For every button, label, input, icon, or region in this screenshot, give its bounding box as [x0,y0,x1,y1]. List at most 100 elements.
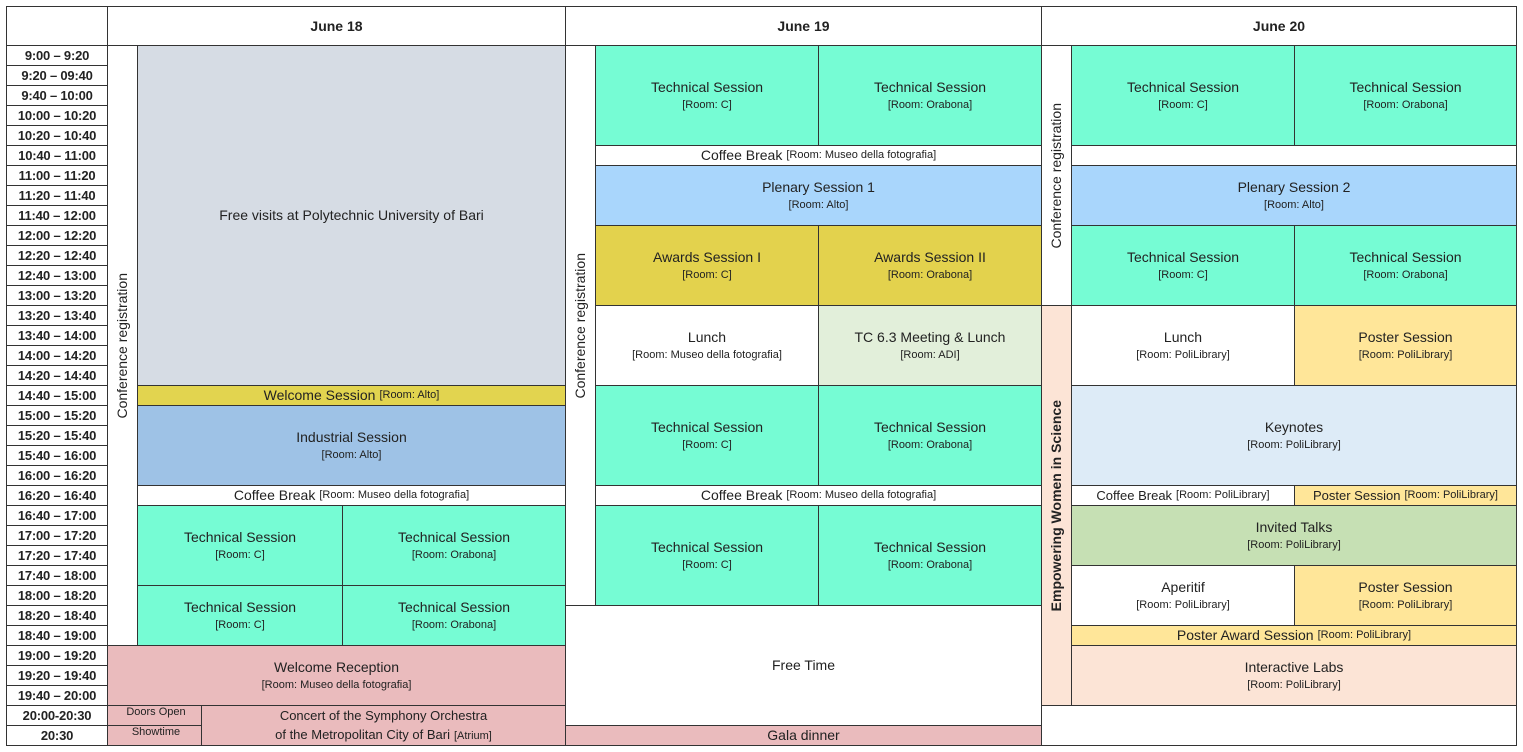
coffee-break: Coffee Break[Room: Museo della fotografi… [595,485,1042,506]
room-label: [Room: PoliLibrary] [1247,678,1341,691]
poster-award-session: Poster Award Session[Room: PoliLibrary] [1071,625,1517,646]
time-slot: 10:00 – 10:20 [6,105,108,126]
session-title: Technical Session [1126,249,1240,265]
session-title: TC 6.3 Meeting & Lunch [854,329,1006,345]
room-label: [Room: PoliLibrary] [1247,538,1341,551]
session-title: Technical Session [650,419,764,435]
time-slot: 19:00 – 19:20 [6,645,108,666]
room-label: [Room: C] [682,438,732,451]
time-slot: 18:00 – 18:20 [6,585,108,606]
room-label: [Room: Alto] [1264,198,1324,211]
time-label: 11:20 – 11:40 [18,187,96,203]
session-title: Awards Session I [653,249,761,265]
empty-slot [1071,145,1517,166]
room-label: [Room: C] [1158,98,1208,111]
time-slot: 17:20 – 17:40 [6,545,108,566]
session-title: Technical Session [1349,249,1462,265]
time-label: 13:00 – 13:20 [17,287,97,303]
session-title: Poster Session [1358,579,1453,595]
time-label: 11:40 – 12:00 [18,207,96,223]
time-label: 18:40 – 19:00 [17,627,97,643]
registration-bar-june-18: Conference registration [107,45,138,646]
time-label: 17:20 – 17:40 [17,547,97,563]
session-title: Technical Session [650,539,764,555]
interactive-labs: Interactive Labs [Room: PoliLibrary] [1071,645,1517,706]
welcome-session: Welcome Session[Room: Alto] [137,385,566,406]
room-label: [Room: Orabona] [887,98,973,111]
time-label: 15:00 – 15:20 [17,407,97,423]
invited-talks: Invited Talks[Room: PoliLibrary] [1071,505,1517,566]
time-slot: 11:40 – 12:00 [6,205,108,226]
poster-session: Poster Session[Room: PoliLibrary] [1294,305,1517,386]
technical-session: Technical Session[Room: C] [595,45,819,146]
welcome-reception: Welcome Reception[Room: Museo della foto… [107,645,566,706]
time-slot: 9:20 – 09:40 [6,65,108,86]
keynotes-session: Keynotes [Room: PoliLibrary] [1071,385,1517,486]
session-title: Coffee Break [1096,487,1173,503]
room-label: [Room: Orabona] [887,438,973,451]
session-title: Welcome Reception [273,659,400,675]
session-title: Keynotes [1264,419,1324,435]
time-slot: 17:00 – 17:20 [6,525,108,546]
time-label: 19:40 – 20:00 [17,687,97,703]
time-slot: 12:20 – 12:40 [6,245,108,266]
session-title: Concert of the Symphony Orchestra [279,707,488,723]
gala-dinner: Gala dinner [565,725,1042,746]
room-label: [Room: C] [682,98,732,111]
room-label: [Room: Alto] [379,388,440,401]
room-label: [Room: C] [1158,268,1208,281]
room-label: [Room: Orabona] [1363,98,1448,111]
time-label: 16:20 – 16:40 [17,487,97,503]
session-title: Coffee Break [700,147,783,164]
session-title: Technical Session [1349,79,1462,95]
time-label: 13:40 – 14:00 [17,327,97,343]
session-title: Technical Session [873,539,987,555]
showtime-label: Showtime [107,725,202,746]
time-label: 20:30 [40,727,74,743]
header-day-june-18: June 18 [107,6,566,46]
women-in-science-bar: Empowering Women in Science [1041,305,1072,706]
technical-session: Technical Session [Room: C] [595,505,819,606]
time-label: 13:20 – 13:40 [17,307,97,323]
room-label: [Room: Alto] [788,198,849,211]
session-title: Technical Session [397,599,511,615]
concert-line-2: of the Metropolitan City of Bari[Atrium] [275,727,492,743]
time-slot: 13:40 – 14:00 [6,325,108,346]
awards-session-2: Awards Session II[Room: Orabona] [818,225,1042,306]
time-label: 18:20 – 18:40 [17,607,97,623]
room-label: [Room: Museo della fotografia] [632,348,782,361]
awards-session-1: Awards Session I[Room: C] [595,225,819,306]
time-label: 18:00 – 18:20 [17,587,97,603]
header-day-june-20: June 20 [1041,6,1517,46]
lunch-session: Lunch[Room: Museo della fotografia] [595,305,819,386]
room-label: [Room: PoliLibrary] [1247,438,1341,451]
time-slot: 20:00-20:30 [6,705,108,726]
header-corner [6,6,108,46]
time-label: 9:40 – 10:00 [21,87,93,103]
room-label: [Room: Orabona] [411,618,497,631]
time-label: 16:40 – 17:00 [17,507,97,523]
time-label: 15:40 – 16:00 [17,447,97,463]
time-label: 12:40 – 13:00 [17,267,97,283]
room-label: [Room: Orabona] [887,558,973,571]
session-title: Technical Session [397,529,511,545]
time-slot: 19:40 – 20:00 [6,685,108,706]
time-slot: 16:40 – 17:00 [6,505,108,526]
session-title: Awards Session II [874,249,986,265]
session-title: Aperitif [1161,579,1205,595]
time-label: 12:20 – 12:40 [17,247,97,263]
tc-meeting-session: TC 6.3 Meeting & Lunch[Room: ADI] [818,305,1042,386]
session-title: Free visits at Polytechnic University of… [219,207,484,224]
time-slot: 12:40 – 13:00 [6,265,108,286]
session-title: Industrial Session [296,429,407,445]
free-visits-session: Free visits at Polytechnic University of… [137,45,566,386]
session-title: Interactive Labs [1244,659,1344,675]
session-title: Gala dinner [767,727,840,744]
time-label: 20:00-20:30 [22,707,92,723]
vertical-label: Conference registration [114,272,131,419]
room-label: [Room: C] [682,558,732,571]
concert-title-2: of the Metropolitan City of Bari [275,727,450,743]
time-label: 14:00 – 14:20 [17,347,97,363]
session-title: Poster Session [1358,329,1453,345]
room-label: [Room: C] [215,548,265,561]
